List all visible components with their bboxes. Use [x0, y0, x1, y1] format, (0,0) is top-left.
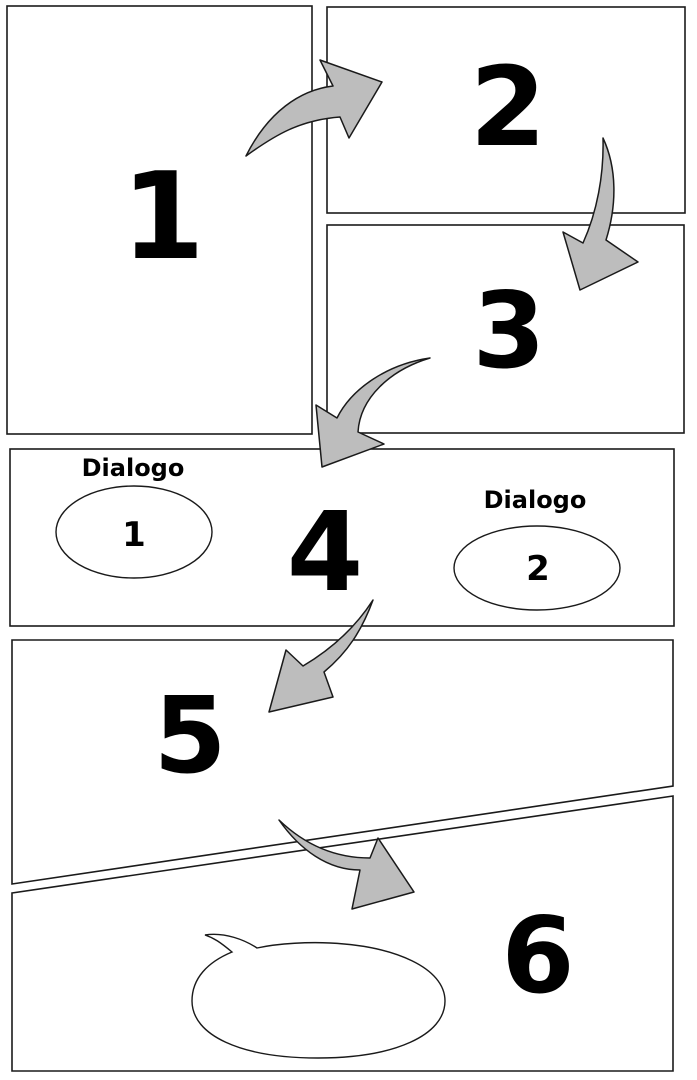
dialogue-2-text: 2	[526, 549, 550, 589]
panel-2-frame	[326, 6, 686, 214]
panel-5-number: 5	[153, 675, 226, 797]
arrow-2-to-3	[562, 137, 639, 291]
panel-3-number: 3	[472, 270, 545, 392]
dialogue-bubble-2	[453, 525, 621, 611]
panel-1-frame	[6, 5, 313, 435]
arrow-5-to-6	[278, 819, 415, 910]
panel-2-number: 2	[470, 43, 547, 171]
panel-4-number: 4	[287, 488, 364, 616]
dialogue-1-text: 1	[122, 515, 146, 555]
panel-6-number: 6	[501, 895, 574, 1017]
arrow-4-to-5	[268, 599, 374, 713]
panel-5-frame	[11, 639, 674, 885]
dialogue-2-label: Dialogo	[484, 486, 587, 514]
dialogue-bubble-1	[55, 485, 213, 579]
arrow-1-to-2	[245, 59, 383, 157]
panel-1-number: 1	[121, 148, 205, 287]
speech-balloon	[191, 933, 446, 1059]
arrow-3-to-4	[315, 357, 431, 468]
dialogue-1-label: Dialogo	[82, 454, 185, 482]
panel-6-frame	[11, 795, 674, 1072]
